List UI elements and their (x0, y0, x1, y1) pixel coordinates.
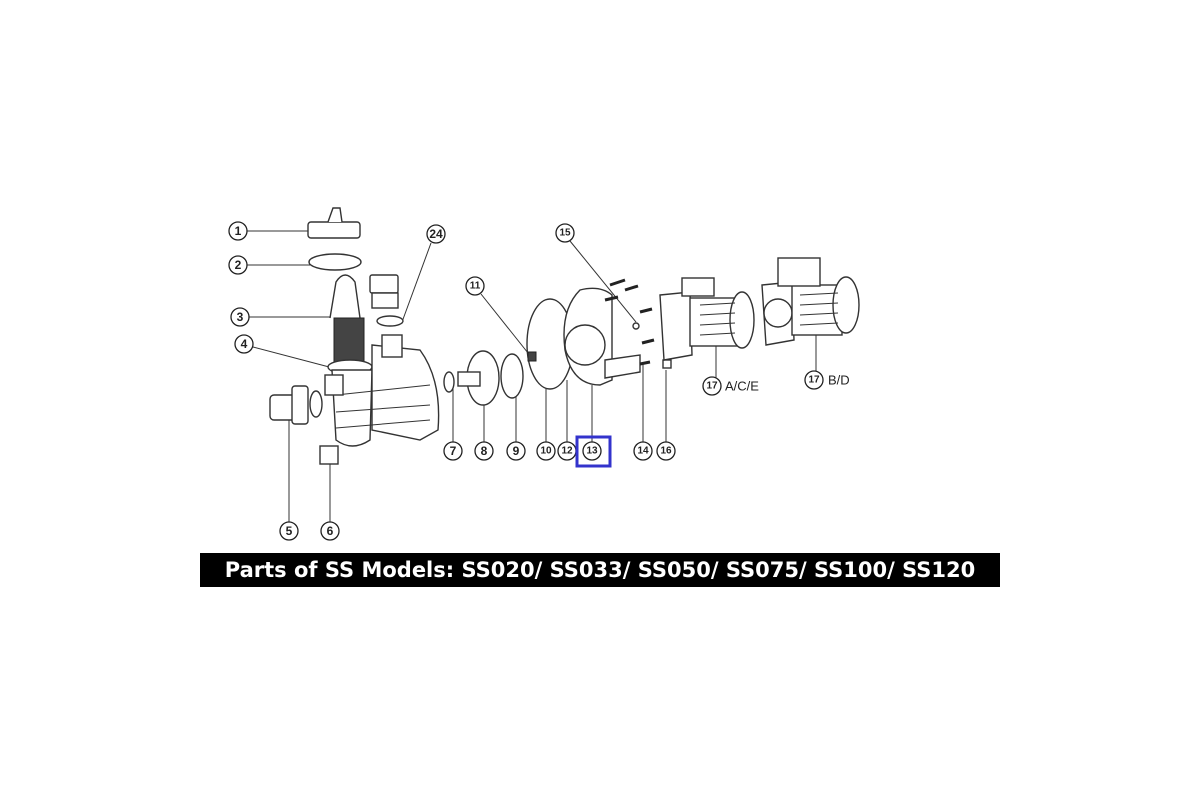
callout-label: 17 (706, 381, 718, 392)
lid-part (307, 207, 361, 239)
callout-9: 9 (506, 441, 526, 461)
diffuser-part (457, 350, 500, 406)
callout-label: 9 (513, 444, 520, 458)
callout-16: 16 (656, 441, 676, 461)
callout-label: 8 (481, 444, 488, 458)
callout-label: 17 (808, 375, 820, 386)
leader-lines (247, 230, 817, 522)
callout-label: 7 (450, 444, 457, 458)
callout-11: 11 (465, 276, 485, 296)
callout-17-bd: 17 B/D (804, 370, 850, 390)
callout-label: 4 (241, 337, 248, 351)
inlet-union (269, 385, 323, 425)
callout-label: 16 (660, 446, 672, 457)
motor-a-c-e (659, 277, 755, 361)
drain-plug-box (319, 445, 339, 465)
union-connector (369, 274, 404, 327)
mechanical-seal (527, 351, 537, 362)
callout-8: 8 (474, 441, 494, 461)
callout-label: 2 (235, 258, 242, 272)
bolts (604, 278, 672, 369)
strainer-basket (329, 274, 365, 364)
callout-label: 5 (286, 524, 293, 538)
models-caption: Parts of SS Models: SS020/ SS033/ SS050/… (200, 553, 1000, 587)
callout-label: 10 (540, 446, 552, 457)
callout-suffix: B/D (828, 373, 850, 388)
callout-6: 6 (320, 521, 340, 541)
callout-13-highlighted: 13 (575, 435, 612, 468)
callout-label: 3 (237, 310, 244, 324)
callout-label: 12 (561, 446, 573, 457)
pump-housing (324, 334, 440, 447)
callout-label: 6 (327, 524, 334, 538)
callout-12: 12 (557, 441, 577, 461)
seal-plate (563, 287, 641, 386)
callout-4: 4 (234, 334, 254, 354)
motor-b-d (761, 257, 860, 346)
callout-label: 11 (470, 281, 481, 292)
callout-suffix: A/C/E (725, 379, 759, 394)
impeller-part (500, 353, 524, 399)
callout-24: 24 (426, 224, 446, 244)
callout-label: 24 (429, 227, 443, 241)
callout-15: 15 (555, 223, 575, 243)
callout-10: 10 (536, 441, 556, 461)
callout-3: 3 (230, 307, 250, 327)
callout-17-ace: 17 A/C/E (702, 376, 759, 396)
callout-label: 14 (637, 446, 649, 457)
callout-label: 1 (235, 224, 242, 238)
callout-2: 2 (228, 255, 248, 275)
callout-5: 5 (279, 521, 299, 541)
callout-label: 15 (559, 228, 571, 239)
lid-o-ring (308, 253, 362, 271)
callout-1: 1 (228, 221, 248, 241)
callout-14: 14 (633, 441, 653, 461)
callout-7: 7 (443, 441, 463, 461)
callout-label: 13 (586, 446, 598, 457)
o-ring-7 (443, 371, 455, 393)
highlight-box (575, 435, 612, 468)
